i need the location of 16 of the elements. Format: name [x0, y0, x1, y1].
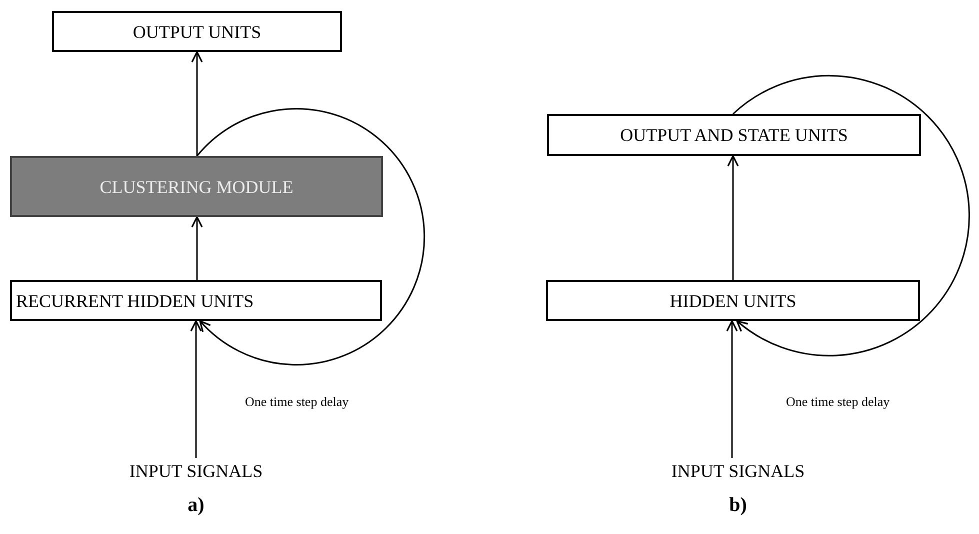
panel-label: b) [728, 493, 748, 518]
feedback-loop-arrow [732, 75, 970, 356]
feedback-loop-arrow [196, 108, 425, 366]
unit-box: OUTPUT AND STATE UNITS [547, 114, 921, 156]
module-box: CLUSTERING MODULE [10, 156, 383, 217]
arrow [191, 216, 203, 280]
arrow [726, 320, 738, 458]
panel-label: a) [186, 493, 206, 518]
input-label: INPUT SIGNALS [126, 458, 266, 484]
arrow [191, 51, 203, 156]
unit-box: RECURRENT HIDDEN UNITS [10, 280, 382, 321]
input-label: INPUT SIGNALS [664, 458, 812, 484]
arrow [190, 320, 202, 458]
arrow [727, 155, 739, 280]
unit-box: OUTPUT UNITS [52, 11, 342, 52]
unit-box: HIDDEN UNITS [546, 280, 920, 321]
